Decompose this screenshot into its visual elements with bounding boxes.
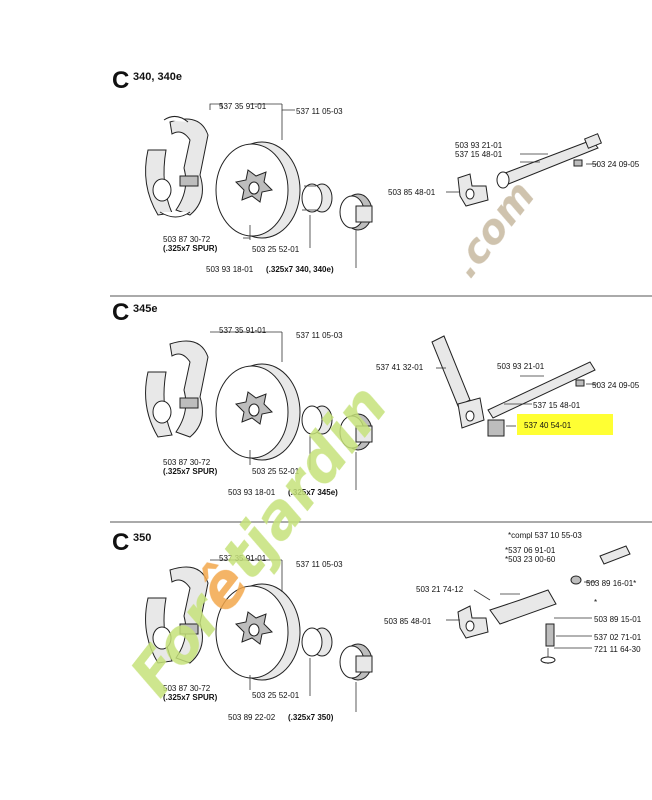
highlighted-part-box xyxy=(517,414,613,435)
needle-bearing-drawing xyxy=(301,183,333,213)
part-label: 503 89 16-01* xyxy=(586,579,636,588)
section-350: C 350 537 35 xyxy=(112,529,642,722)
part-label: *compl 537 10 55-03 xyxy=(508,531,582,540)
part-label: 503 25 52-01 xyxy=(252,245,300,254)
part-label-note: (.325x7 SPUR) xyxy=(163,244,218,253)
part-label: 503 87 30-72 xyxy=(163,235,211,244)
section-letter: C xyxy=(112,67,129,94)
part-label: 503 89 15-01 xyxy=(594,615,642,624)
section-letter: C xyxy=(112,529,129,556)
clutch-drum-drawing xyxy=(215,363,301,461)
oil-pump-drawing xyxy=(446,545,631,664)
part-label: 721 11 64-30 xyxy=(594,645,641,654)
part-label: 503 21 74-12 xyxy=(416,585,464,594)
part-label: *503 23 00-60 xyxy=(505,555,556,564)
part-label: 537 35 91-01 xyxy=(219,102,267,111)
clutch-drum-drawing xyxy=(215,583,301,681)
part-label: *537 06 91-01 xyxy=(505,546,556,555)
part-label: 537 15 48-01 xyxy=(533,401,581,410)
leader-lines xyxy=(210,559,357,712)
part-label: * xyxy=(594,598,597,607)
oil-pump-drawing xyxy=(431,335,598,437)
part-label: 503 24 09-05 xyxy=(592,381,640,390)
highlighted-part-label: 537 40 54-01 xyxy=(524,421,572,430)
part-label: 503 87 30-72 xyxy=(163,458,211,467)
clutch-shoes-drawing xyxy=(145,566,209,664)
part-label: 537 41 32-01 xyxy=(376,363,424,372)
clutch-shoes-drawing xyxy=(145,116,209,218)
part-label: 503 89 22-02 xyxy=(228,713,276,722)
clutch-shoes-drawing xyxy=(145,340,209,438)
part-label: 537 35 91-01 xyxy=(219,326,267,335)
part-label: 537 02 71-01 xyxy=(594,633,642,642)
section-model: 345e xyxy=(133,303,157,315)
section-model: 350 xyxy=(133,532,151,544)
part-label: 503 87 30-72 xyxy=(163,684,211,693)
part-label: 503 85 48-01 xyxy=(388,188,436,197)
section-model: 340, 340e xyxy=(133,71,182,83)
part-label: 503 25 52-01 xyxy=(252,691,300,700)
needle-bearing-drawing xyxy=(301,627,333,657)
washer-drawing xyxy=(339,193,373,231)
part-label: 537 11 05-03 xyxy=(296,331,343,340)
part-label: 537 11 05-03 xyxy=(296,560,343,569)
needle-bearing-drawing xyxy=(301,405,333,435)
rim-sprocket-drawing xyxy=(339,643,373,681)
part-label: 503 85 48-01 xyxy=(384,617,432,626)
part-label-note: (.325x7 350) xyxy=(288,713,334,722)
section-340-340e: C 340, 340e xyxy=(112,67,640,274)
rim-sprocket-drawing xyxy=(339,413,373,451)
part-label: 503 93 18-01 xyxy=(228,488,276,497)
leader-lines xyxy=(210,331,357,490)
part-label: 503 93 21-01 xyxy=(455,141,503,150)
part-label: 537 15 48-01 xyxy=(455,150,503,159)
section-345e: C 345e 537 35 xyxy=(112,299,640,497)
part-label: 503 25 52-01 xyxy=(252,467,300,476)
part-label: 503 24 09-05 xyxy=(592,160,640,169)
part-label-note: (.325x7 SPUR) xyxy=(163,693,218,702)
part-label: 537 35 91-01 xyxy=(219,554,267,563)
oil-pump-drawing xyxy=(446,133,603,207)
part-label: 503 93 18-01 xyxy=(206,265,254,274)
part-label: 537 11 05-03 xyxy=(296,107,343,116)
leader-lines xyxy=(209,103,357,268)
part-label: 503 93 21-01 xyxy=(497,362,545,371)
part-label-note: (.325x7 345e) xyxy=(288,488,338,497)
clutch-drum-drawing xyxy=(215,141,301,239)
watermark-suffix: .com xyxy=(442,173,545,286)
section-letter: C xyxy=(112,299,129,326)
part-label-note: (.325x7 SPUR) xyxy=(163,467,218,476)
part-label-note: (.325x7 340, 340e) xyxy=(266,265,334,274)
